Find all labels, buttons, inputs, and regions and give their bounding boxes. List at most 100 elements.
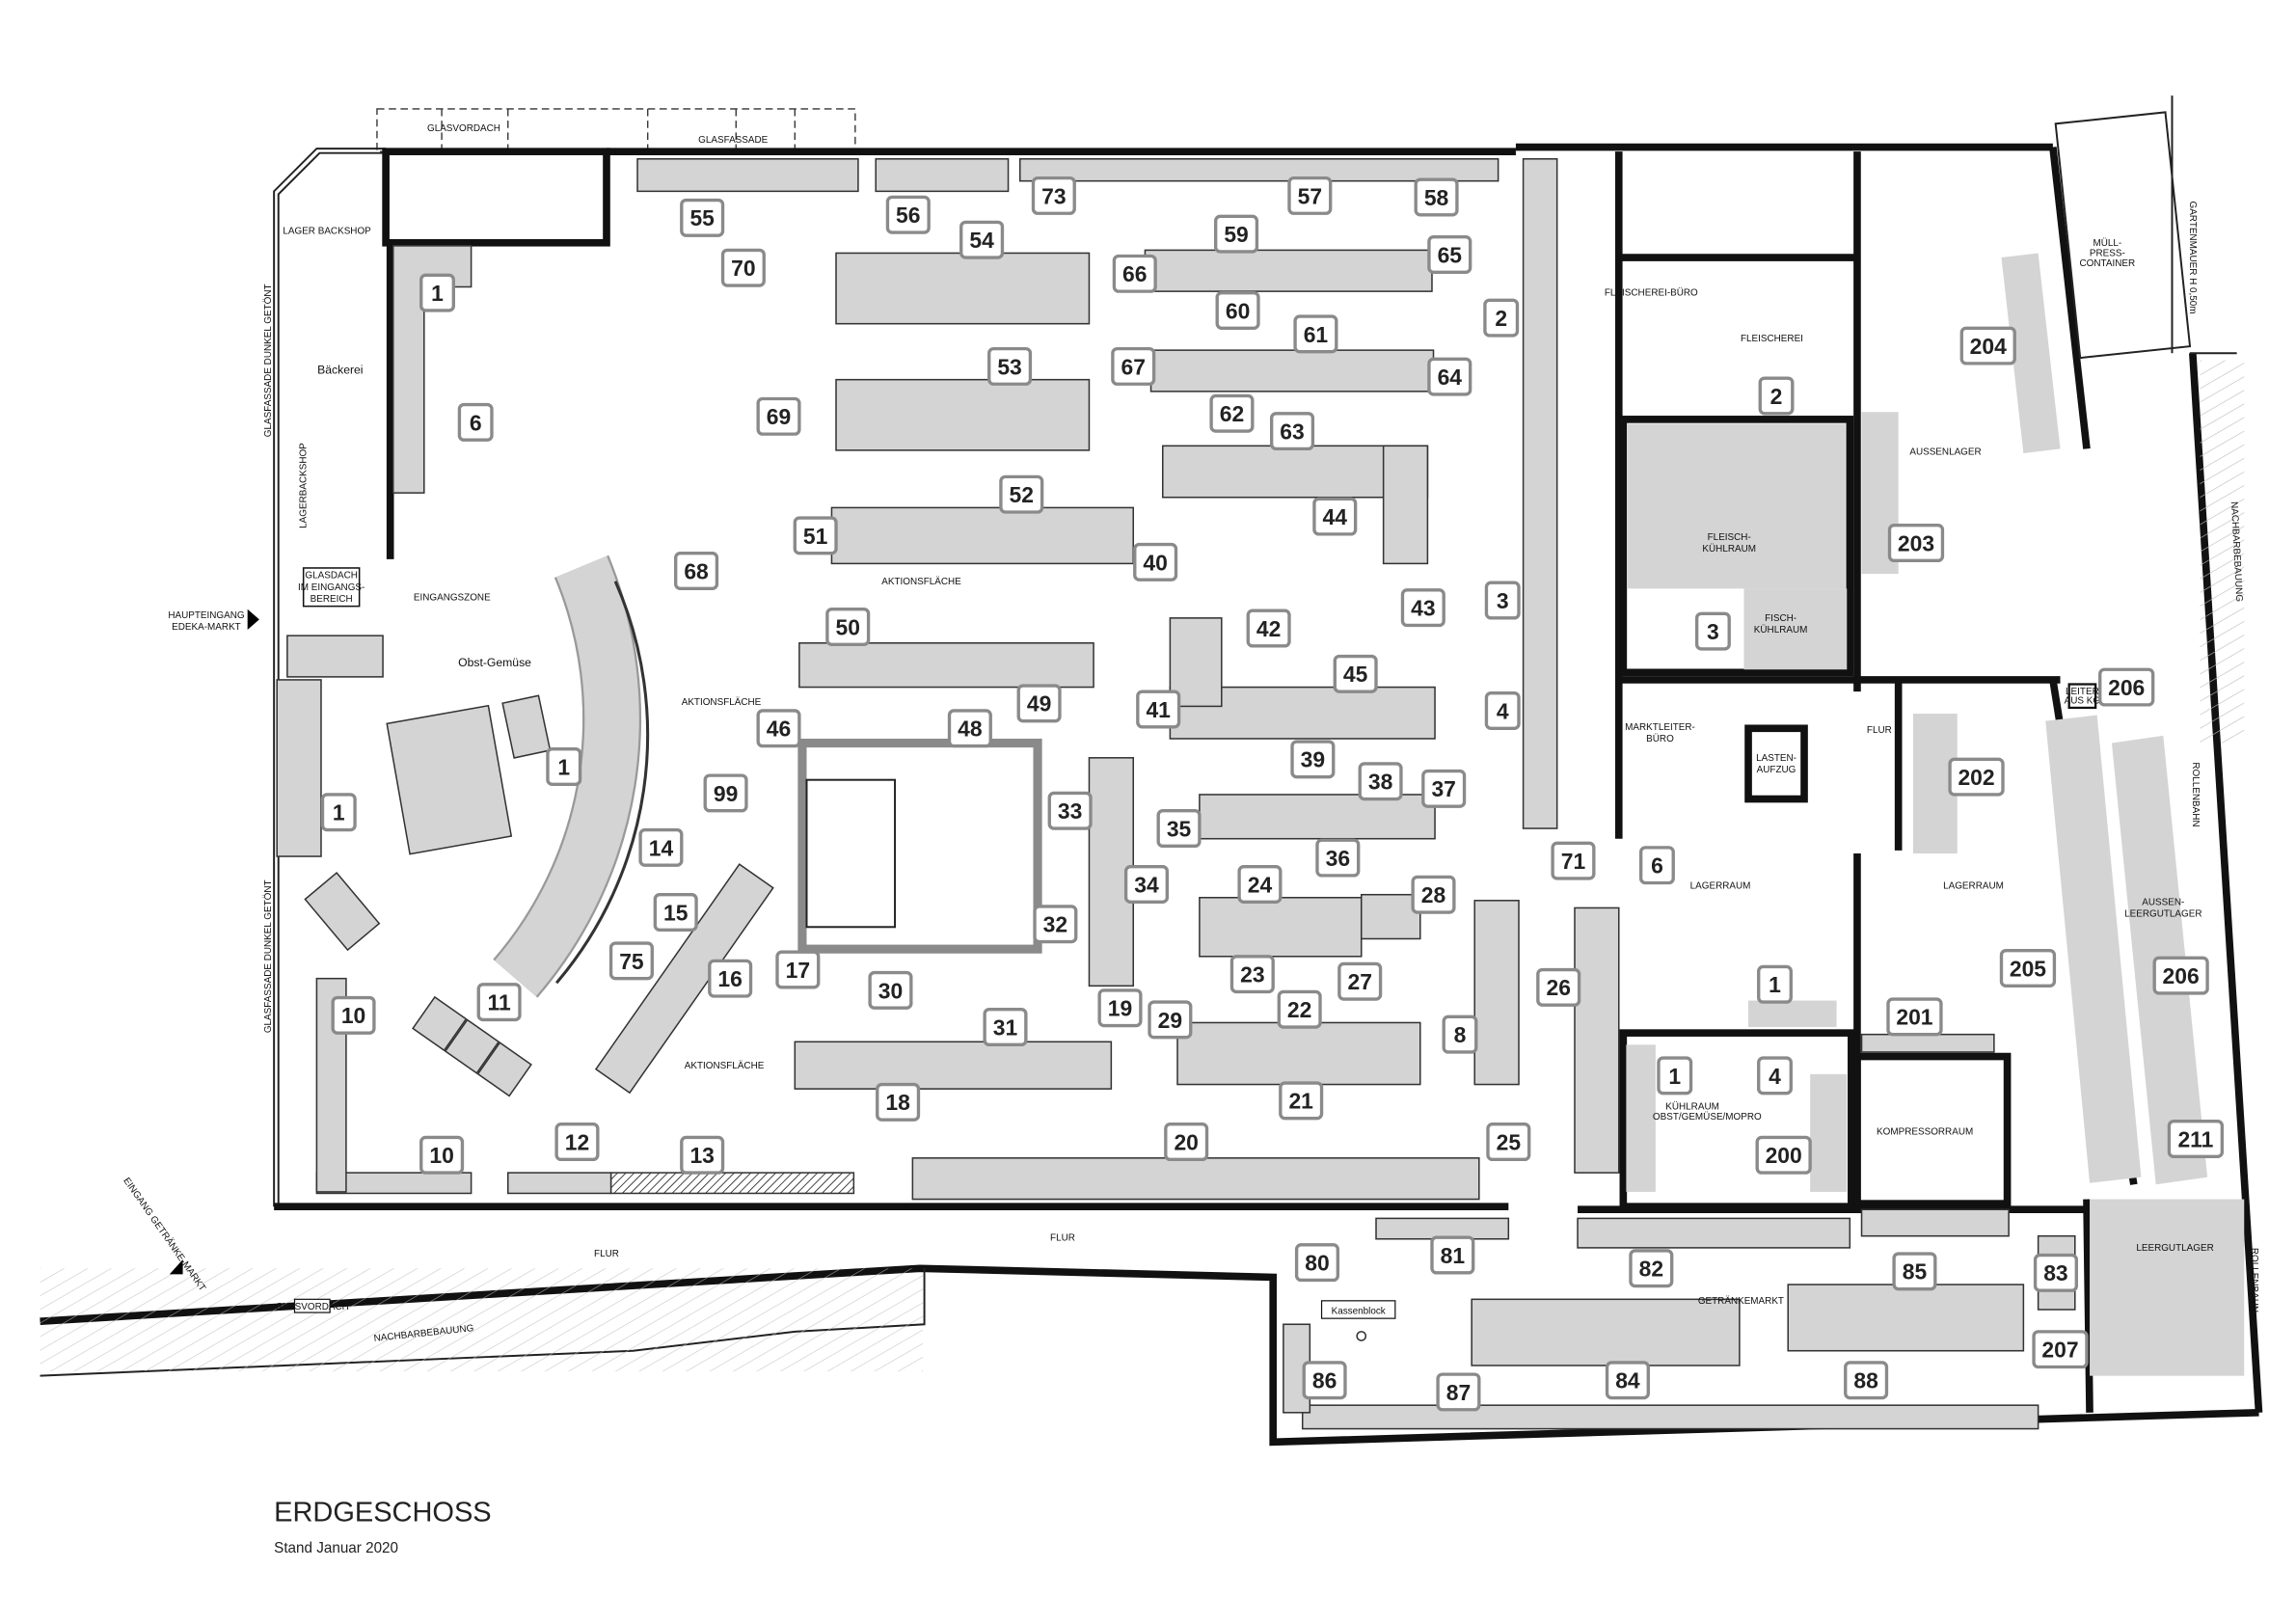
fixture-number: 206 (2163, 963, 2200, 988)
fixture-number: 81 (1441, 1243, 1466, 1268)
fixture-label: 84 (1605, 1361, 1650, 1400)
fixture-label: 26 (1536, 967, 1581, 1007)
label-haupteingang: HAUPTEINGANG (168, 610, 244, 621)
plan-title: ERDGESCHOSS (274, 1498, 491, 1528)
fixture-number: 54 (969, 228, 994, 253)
label-glasvordach: GLASVORDACH (427, 123, 500, 134)
fixture-label-box (1483, 298, 1520, 338)
fixture-label-box (1411, 875, 1456, 914)
fixture-label-box (999, 474, 1044, 514)
label-fleischerei: FLEISCHEREI (1741, 334, 1803, 344)
fixture-label-box (1209, 393, 1255, 433)
fixture-number: 49 (1027, 691, 1051, 717)
fixtures (276, 158, 2245, 1430)
fixture-label-box (1337, 961, 1383, 1001)
fixture-number: 44 (1323, 504, 1348, 529)
fixture-number: 66 (1122, 261, 1147, 286)
fixture-label-box (1279, 1081, 1324, 1121)
fixture-label: 66 (1112, 254, 1157, 293)
walls (40, 95, 2263, 1447)
fixture-label: 88 (1844, 1361, 1889, 1400)
fixture-label-box (457, 402, 494, 442)
label-glasfassade-dunkel: GLASFASSADE DUNKEL GETÖNT (263, 284, 274, 437)
fixture-number: 64 (1438, 365, 1463, 390)
fixture-number: 20 (1174, 1129, 1198, 1154)
fixture-number: 75 (619, 949, 644, 974)
fixture-number: 22 (1287, 997, 1311, 1022)
fixture-number: 33 (1058, 798, 1082, 824)
fixture-label: 1 (546, 746, 582, 786)
fixture-label: 6 (1638, 846, 1675, 885)
fixture-number: 31 (993, 1014, 1018, 1040)
label-leergutlager: LEERGUTLAGER (2136, 1243, 2213, 1254)
label-marktleiter-buero: BÜRO (1646, 734, 1674, 744)
fixture-label: 29 (1148, 1000, 1193, 1040)
fixture-label: 8 (1442, 1014, 1478, 1054)
fixture-number: 99 (714, 781, 738, 806)
fixture-number: 40 (1143, 550, 1167, 575)
fixture-number: 84 (1615, 1368, 1640, 1393)
fixture-label: 83 (2033, 1253, 2078, 1292)
fixture-number: 88 (1853, 1368, 1878, 1393)
fixture-label: 206 (2098, 667, 2155, 707)
fixture-label: 33 (1047, 791, 1093, 830)
fixture-label-box (1536, 967, 1581, 1007)
fixture-label-box (959, 220, 1005, 259)
fixture-number: 2 (1770, 384, 1783, 409)
fixture-label-box (947, 709, 992, 748)
fixture-label-box (1427, 357, 1472, 396)
label-glasfassade-dunkel: GLASFASSADE DUNKEL GETÖNT (263, 879, 274, 1033)
fixture-number: 10 (341, 1003, 365, 1028)
fixture-label-box (1112, 254, 1157, 293)
fixture-label: 75 (608, 941, 654, 981)
fixture-number: 202 (1958, 765, 1994, 790)
fixture-label-box (2152, 956, 2209, 995)
fixture-number: 3 (1707, 619, 1719, 644)
fixture-label: 27 (1337, 961, 1383, 1001)
fixture-label: 38 (1358, 762, 1403, 801)
label-gartenmauer: GARTENMAUER H 0,50m (2187, 201, 2198, 313)
fixture-number: 14 (649, 835, 674, 860)
fixture-number: 39 (1301, 747, 1325, 772)
fixture-number: 200 (1766, 1143, 1802, 1168)
fixture-number: 18 (885, 1090, 910, 1115)
fixture-label: 45 (1333, 654, 1378, 693)
label-aussen-leergutlager: LEERGUTLAGER (2124, 909, 2201, 920)
label-glasvordach: GLASVORDACH (276, 1302, 349, 1312)
fixture-number: 1 (333, 800, 345, 825)
fixture-number: 2 (1495, 306, 1507, 331)
fixture-label: 80 (1294, 1243, 1340, 1283)
fixture-number: 15 (663, 900, 689, 925)
label-obst-gemuese: Obst-Gemüse (458, 656, 531, 669)
fixture-label-box (1097, 988, 1143, 1028)
fixture-label-box (546, 746, 582, 786)
fixture-number: 207 (2041, 1338, 2078, 1363)
fixture-label: 63 (1269, 412, 1315, 451)
label-kuehlraum: KÜHLRAUM (1665, 1101, 1719, 1112)
label-glasdach: GLASDACH (305, 571, 358, 582)
label-aktionsflaeche: AKTIONSFLÄCHE (881, 577, 961, 587)
fixture-label-box (1333, 654, 1378, 693)
fixture-label: 14 (638, 827, 684, 867)
fixture-label-box (825, 608, 871, 646)
fixture-label: 42 (1246, 609, 1291, 648)
fixture-label-box (983, 1008, 1028, 1047)
fixture-number: 59 (1224, 222, 1248, 247)
fixture-label: 67 (1111, 346, 1156, 386)
label-kompressorraum: KOMPRESSORRAUM (1877, 1126, 1973, 1137)
fixture-number: 69 (767, 404, 791, 429)
fixture-label: 202 (1948, 757, 2005, 797)
fixture-label: 35 (1156, 809, 1202, 849)
fixture-label-box (1123, 865, 1170, 905)
fixture-label: 204 (1959, 326, 2016, 365)
fixture-label: 13 (680, 1135, 725, 1175)
fixture-label-box (1629, 1249, 1674, 1288)
fixture-label-box (1959, 326, 2016, 365)
fixture-number: 17 (786, 958, 810, 983)
label-lagerbackshop: LAGERBACKSHOP (299, 443, 310, 528)
fixture-number: 24 (1248, 872, 1273, 897)
fixture-label-box (1755, 1135, 1812, 1175)
fixture-label: 82 (1629, 1249, 1674, 1288)
fixture-number: 52 (1010, 482, 1034, 507)
fixture-number: 45 (1343, 662, 1368, 687)
